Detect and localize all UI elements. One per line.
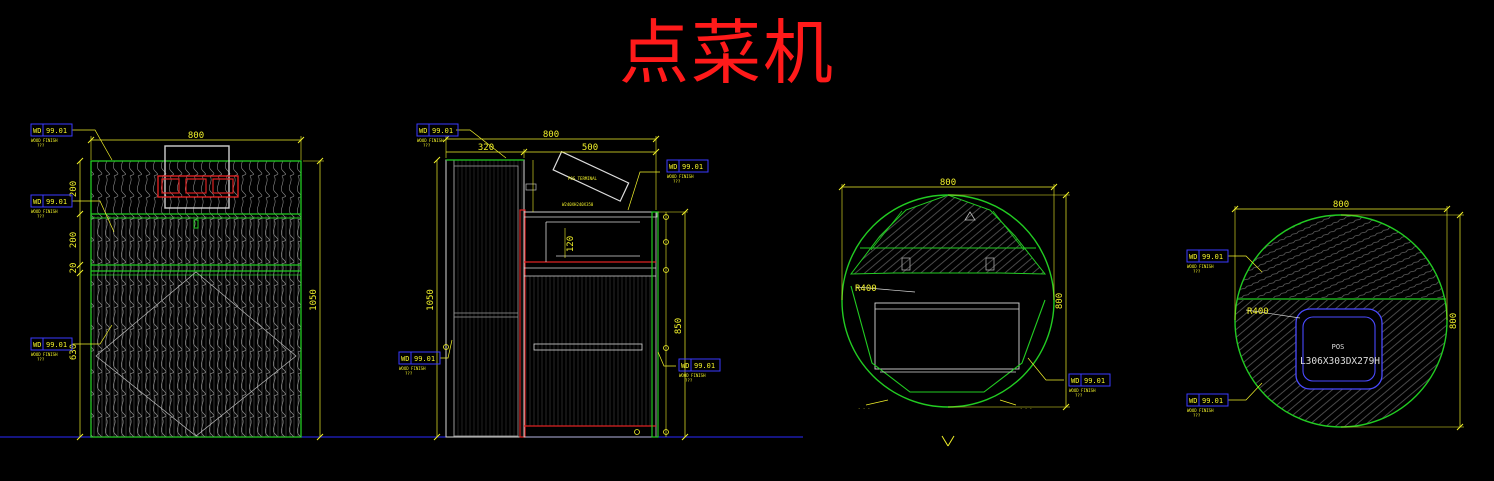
front-elevation: 800 200 200 20 630 1050 [69, 129, 324, 441]
side-top-offset: 320 [478, 143, 494, 153]
svg-text:WOOD FINISH: WOOD FINISH [1069, 388, 1096, 393]
pos-size-label: L306X303DX279H [1300, 356, 1380, 367]
top-radius-label: R400 [1247, 307, 1269, 317]
svg-text:WD: WD [33, 198, 41, 206]
top-width-label: 800 [1333, 200, 1349, 210]
plan-radius-label: R400 [855, 284, 877, 294]
side-shelf-label: 120 [566, 236, 576, 252]
svg-text:WD: WD [1071, 377, 1079, 385]
plan-width-label: 800 [940, 178, 956, 188]
svg-text:WOOD FINISH: WOOD FINISH [667, 174, 694, 179]
svg-text:???: ??? [37, 214, 45, 219]
side-elevation: POS TERMINAL W240XH240X350 800 320 500 1… [426, 129, 689, 441]
svg-text:WOOD FINISH: WOOD FINISH [1187, 408, 1214, 413]
svg-text:WD: WD [419, 127, 427, 135]
plan-circle-view: R400 800 800 - - - - - - [838, 178, 1070, 447]
top-height-label: 800 [1449, 313, 1459, 329]
pos-label: POS [1332, 343, 1345, 351]
svg-text:99.01: 99.01 [432, 127, 453, 135]
svg-text:99.01: 99.01 [694, 362, 715, 370]
drawing-title: 点菜机 [619, 12, 835, 94]
front-total-height: 1050 [309, 289, 319, 311]
svg-text:???: ??? [37, 143, 45, 148]
svg-text:99.01: 99.01 [1202, 397, 1223, 405]
front-height-2: 200 [69, 232, 79, 248]
svg-text:???: ??? [1075, 393, 1083, 398]
svg-text:???: ??? [423, 143, 431, 148]
pos-terminal-label: POS TERMINAL [568, 176, 597, 181]
svg-text:???: ??? [405, 371, 413, 376]
svg-text:???: ??? [685, 378, 693, 383]
svg-text:WOOD FINISH: WOOD FINISH [1187, 264, 1214, 269]
front-height-3: 20 [69, 263, 79, 274]
svg-text:99.01: 99.01 [682, 163, 703, 171]
svg-text:???: ??? [37, 357, 45, 362]
side-total-height: 1050 [426, 289, 436, 311]
svg-text:???: ??? [673, 179, 681, 184]
front-height-1: 200 [69, 181, 79, 197]
svg-text:- - -: - - - [858, 406, 870, 411]
svg-text:WOOD FINISH: WOOD FINISH [679, 373, 706, 378]
plan-height-label: 800 [1055, 293, 1065, 309]
svg-text:WD: WD [681, 362, 689, 370]
svg-text:WOOD FINISH: WOOD FINISH [417, 138, 444, 143]
side-inner-width: 500 [582, 143, 598, 153]
svg-text:WD: WD [1189, 253, 1197, 261]
svg-text:WOOD FINISH: WOOD FINISH [31, 138, 58, 143]
side-body-height: 850 [674, 318, 684, 334]
pos-terminal-size: W240XH240X350 [562, 202, 594, 207]
svg-text:???: ??? [1193, 269, 1201, 274]
svg-text:99.01: 99.01 [414, 355, 435, 363]
svg-text:WD: WD [401, 355, 409, 363]
svg-text:WD: WD [33, 341, 41, 349]
svg-text:99.01: 99.01 [46, 198, 67, 206]
svg-text:WD: WD [669, 163, 677, 171]
svg-text:- - -: - - - [1020, 406, 1032, 411]
svg-text:???: ??? [1193, 413, 1201, 418]
front-width-label: 800 [188, 131, 204, 141]
top-circle-view: POS L306X303DX279H R400 800 800 [1228, 200, 1464, 431]
svg-text:WD: WD [33, 127, 41, 135]
svg-text:WOOD FINISH: WOOD FINISH [31, 352, 58, 357]
svg-text:WOOD FINISH: WOOD FINISH [31, 209, 58, 214]
svg-text:99.01: 99.01 [46, 341, 67, 349]
svg-text:99.01: 99.01 [1084, 377, 1105, 385]
svg-text:99.01: 99.01 [1202, 253, 1223, 261]
svg-text:99.01: 99.01 [46, 127, 67, 135]
front-height-4: 630 [69, 344, 79, 360]
svg-text:WOOD FINISH: WOOD FINISH [399, 366, 426, 371]
side-depth-label: 800 [543, 130, 559, 140]
svg-text:WD: WD [1189, 397, 1197, 405]
